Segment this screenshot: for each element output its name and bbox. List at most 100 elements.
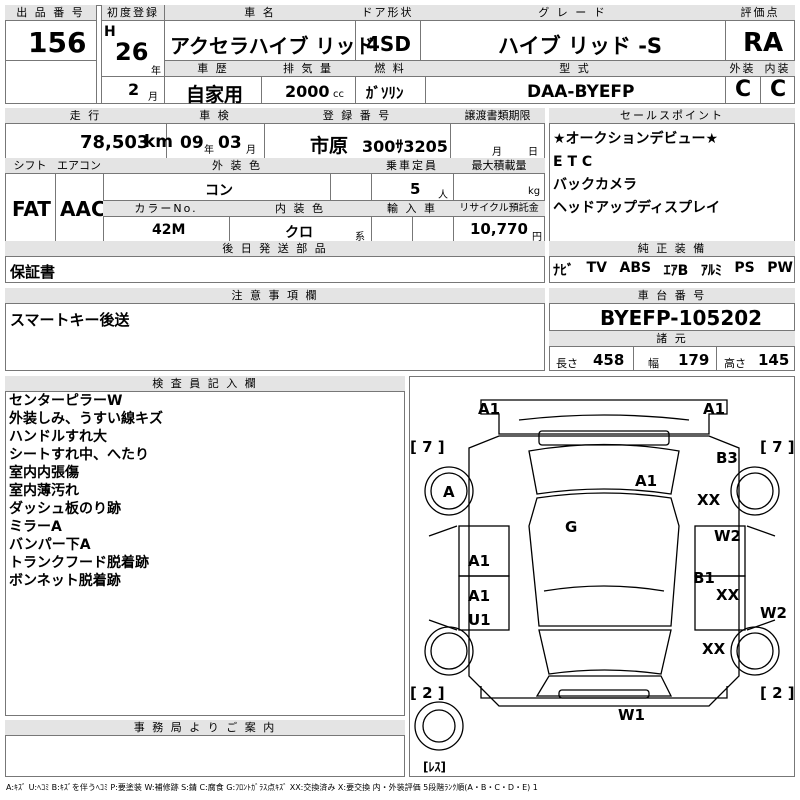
history-header: 車 歴 bbox=[165, 61, 261, 77]
equip-item: ABS bbox=[619, 260, 652, 276]
damage-mark: W2 bbox=[714, 527, 741, 545]
width: 179 bbox=[678, 351, 710, 369]
grade-header: グ レ ー ド bbox=[420, 5, 725, 21]
damage-mark: A1 bbox=[478, 400, 501, 418]
office-header: 事 務 局 よ り ご 案 内 bbox=[5, 720, 405, 736]
inspector-note: 外装しみ、うすい線キズ bbox=[9, 411, 163, 427]
inspector-note: 室内内張傷 bbox=[9, 465, 79, 481]
car-diagram bbox=[414, 399, 780, 751]
tire-front-right: [ 7 ] bbox=[760, 438, 795, 456]
inspector-note: ミラーA bbox=[9, 519, 62, 535]
lot-number: 156 bbox=[28, 26, 87, 59]
insp-year: 09 bbox=[180, 133, 204, 153]
equip-item: ｱﾙﾐ bbox=[700, 263, 722, 279]
inspector-note: センターピラーW bbox=[9, 393, 123, 409]
capacity: 5 bbox=[410, 180, 421, 198]
transfer-month: 月 bbox=[492, 147, 502, 158]
door-header: ドア形状 bbox=[355, 5, 420, 21]
genuine-equipment: ﾅﾋﾞ TV ABS ｴｱB ｱﾙﾐ PS PW bbox=[553, 260, 793, 280]
damage-mark: B3 bbox=[716, 449, 738, 467]
year-unit: 年 bbox=[151, 66, 161, 77]
int-color-header: 内 装 色 bbox=[229, 201, 371, 217]
people-unit: 人 bbox=[438, 190, 448, 201]
color-no-header: カラーNo. bbox=[103, 201, 229, 217]
ext-color-header: 外 装 色 bbox=[103, 158, 371, 174]
width-label: 幅 bbox=[648, 357, 659, 370]
max-load-header: 最大積載量 bbox=[453, 158, 545, 174]
spare-tire: [ﾚｽ] bbox=[423, 760, 446, 774]
car-history: 自家用 bbox=[186, 84, 244, 106]
color-no: 42M bbox=[152, 222, 186, 238]
yen-unit: 円 bbox=[532, 232, 542, 243]
damage-mark: XX bbox=[702, 640, 726, 658]
door-type: 4SD bbox=[366, 32, 411, 56]
damage-mark: G bbox=[565, 518, 578, 536]
score: RA bbox=[743, 28, 784, 58]
reg-no-header: 登 録 番 号 bbox=[264, 108, 450, 124]
reg-era: H bbox=[104, 24, 116, 40]
int-grade: C bbox=[770, 77, 787, 102]
month-unit: 月 bbox=[148, 92, 158, 103]
aircon-header: エアコン bbox=[55, 158, 103, 174]
damage-mark: A bbox=[443, 483, 455, 501]
damage-mark: W1 bbox=[618, 706, 645, 724]
tire-front-left: [ 7 ] bbox=[410, 438, 445, 456]
ext-grade: C bbox=[735, 77, 752, 102]
reg-year: 26 bbox=[115, 38, 149, 66]
inspector-note: シートすれ中、へたり bbox=[9, 447, 149, 463]
int-color: クロ bbox=[285, 225, 313, 241]
inspector-note: トランクフード脱着跡 bbox=[9, 555, 149, 571]
displacement-header: 排 気 量 bbox=[261, 61, 355, 77]
insp-month-unit: 月 bbox=[246, 145, 256, 156]
notes-text: スマートキー後送 bbox=[10, 311, 130, 329]
length: 458 bbox=[593, 351, 625, 369]
int-header: 内装 bbox=[760, 61, 795, 77]
damage-mark: W2 bbox=[760, 604, 787, 622]
transfer-day: 日 bbox=[528, 147, 538, 158]
shift: FAT bbox=[12, 197, 51, 221]
inspector-note: 室内薄汚れ bbox=[9, 483, 79, 499]
car-diagram-panel bbox=[409, 376, 795, 777]
damage-mark: A1 bbox=[635, 472, 658, 490]
chassis-number: BYEFP-105202 bbox=[600, 306, 763, 330]
equip-item: PS bbox=[734, 260, 755, 276]
model-header: 型 式 bbox=[425, 61, 725, 77]
capacity-header: 乗車定員 bbox=[371, 158, 453, 174]
ext-header: 外装 bbox=[725, 61, 760, 77]
sales-point: ヘッドアップディスプレイ bbox=[553, 200, 721, 216]
recycle-header: リサイクル預託金 bbox=[453, 201, 545, 217]
inspection-header: 車 検 bbox=[166, 108, 264, 124]
height-label: 高さ bbox=[724, 357, 746, 370]
mileage: 78,503 bbox=[80, 132, 150, 153]
specs-header: 諸 元 bbox=[549, 331, 795, 347]
equip-item: ﾅﾋﾞ bbox=[553, 263, 574, 279]
damage-mark: U1 bbox=[468, 611, 491, 629]
chassis-header: 車 台 番 号 bbox=[549, 288, 795, 304]
reg-month: 2 bbox=[128, 80, 140, 99]
car-name: アクセラハイブ リッド bbox=[170, 34, 376, 58]
damage-mark: B1 bbox=[693, 569, 715, 587]
mileage-header: 走 行 bbox=[5, 108, 166, 124]
lot-header: 出 品 番 号 bbox=[5, 5, 96, 21]
cc-unit: cc bbox=[333, 89, 344, 100]
height: 145 bbox=[758, 351, 790, 369]
damage-mark: A1 bbox=[468, 552, 491, 570]
fuel: ｶﾞｿﾘﾝ bbox=[366, 84, 404, 102]
first-reg-header: 初度登録 bbox=[101, 5, 165, 21]
model-code: DAA-BYEFP bbox=[527, 82, 635, 102]
sales-point: バックカメラ bbox=[553, 177, 637, 193]
inspector-note: ハンドルすれ大 bbox=[9, 429, 107, 445]
sales-point: E T C bbox=[553, 154, 593, 170]
damage-mark: A1 bbox=[703, 400, 726, 418]
kg-unit: kg bbox=[528, 186, 541, 197]
shift-header: シフト bbox=[5, 158, 55, 174]
ext-color: コン bbox=[205, 183, 233, 199]
aircon: AAC bbox=[60, 197, 106, 221]
tire-rear-left: [ 2 ] bbox=[410, 684, 445, 702]
insp-month: 03 bbox=[218, 133, 242, 153]
car-name-header: 車 名 bbox=[165, 5, 355, 21]
later-parts-header: 後 日 発 送 部 品 bbox=[5, 241, 545, 257]
recycle-fee: 10,770 bbox=[470, 220, 528, 238]
damage-mark: XX bbox=[697, 491, 721, 509]
damage-mark: A1 bbox=[468, 587, 491, 605]
